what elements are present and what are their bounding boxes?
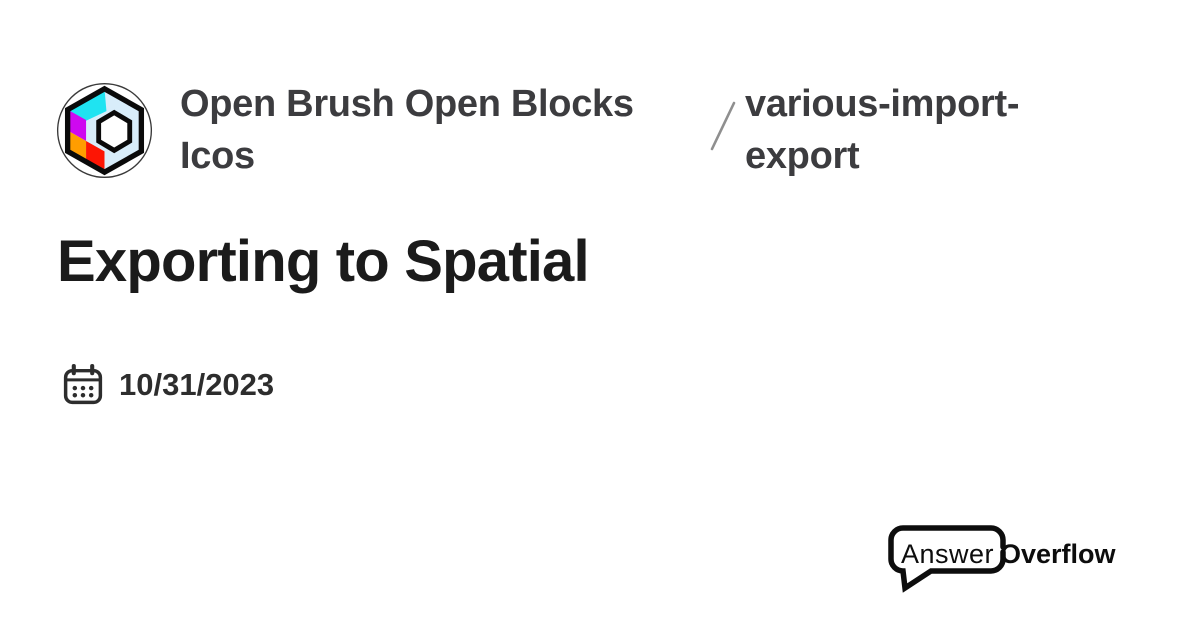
- brand-name-overflow: Overflow: [1000, 539, 1116, 569]
- post-date-row: 10/31/2023: [60, 362, 274, 408]
- channel-name: various-import-export: [745, 83, 1020, 177]
- community-name: Open Brush Open Blocks Icos: [180, 83, 634, 177]
- answer-overflow-logo: Answer Overflow: [884, 524, 1134, 604]
- community-logo: [56, 82, 153, 179]
- icosa-cube-icon: [56, 82, 153, 179]
- speech-bubble-icon: [888, 525, 1006, 593]
- calendar-icon: [63, 364, 103, 405]
- post-title: Exporting to Spatial: [57, 229, 590, 294]
- post-date: 10/31/2023: [119, 367, 275, 402]
- brand-name-answer: Answer: [901, 539, 995, 569]
- channel-separator-icon: [710, 101, 736, 151]
